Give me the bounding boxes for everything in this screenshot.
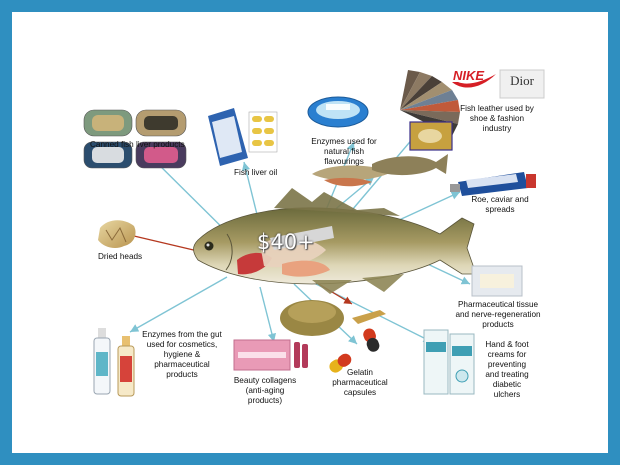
label-gut-enzymes-line2: used for cosmetics, (146, 340, 218, 349)
label-gut-enzymes-line5: products (166, 370, 198, 379)
label-leather-line1: Fish leather used by (460, 104, 534, 113)
label-leather-line2: shoe & fashion (469, 114, 525, 123)
label-gut-enzymes: Enzymes from the gut used for cosmetics,… (136, 330, 228, 380)
cod-fish-illustration (193, 188, 477, 294)
label-enzymes-flavour-line3: flavourings (324, 157, 364, 166)
label-gut-enzymes-line1: Enzymes from the gut (142, 330, 222, 339)
label-pharma-tissue-line2: and nerve-regeneration (455, 310, 541, 319)
label-dried-heads: Dried heads (98, 252, 143, 261)
label-pharma-tissue: Pharmaceutical tissue and nerve-regenera… (448, 300, 548, 330)
collagen-box-image (233, 339, 308, 371)
label-gelatin-line3: capsules (343, 388, 377, 397)
label-gelatin: Gelatin pharmaceutical capsules (330, 368, 390, 398)
fish-fillet-image (312, 154, 448, 187)
label-creams-line5: diabetic (492, 380, 522, 389)
arrow-gut-enzymes (129, 276, 228, 333)
label-creams-line3: preventing (487, 360, 527, 369)
label-gut-enzymes-line4: pharmaceutical (154, 360, 210, 369)
cream-tubes-image (423, 329, 475, 395)
diagram-art: NIKE (83, 68, 545, 397)
roe-tube-image (450, 172, 536, 196)
arrow-collagens (259, 286, 276, 343)
fish-liver-oil-image (208, 108, 278, 166)
label-collagens: Beauty collagens (anti-aging products) (230, 376, 300, 406)
label-enzymes-flavour-line1: Enzymes used for (311, 137, 377, 146)
label-pharma-tissue-line1: Pharmaceutical tissue (457, 300, 539, 309)
fish-leather-image: NIKE (400, 68, 545, 151)
nike-logo: NIKE (453, 68, 484, 83)
label-collagens-line2: (anti-aging (245, 386, 285, 395)
label-creams-line4: and treating (485, 370, 529, 379)
label-gelatin-line1: Gelatin (347, 368, 373, 377)
label-creams-line6: ulchers (493, 390, 521, 399)
label-liver-oil: Fish liver oil (234, 168, 278, 177)
label-pharma-tissue-line3: products (482, 320, 514, 329)
label-enzymes-flavour: Enzymes used for natural fish flavouring… (304, 137, 384, 167)
gelatin-image (280, 300, 386, 373)
label-roe-line1: Roe, caviar and (471, 195, 529, 204)
label-creams-line2: creams for (487, 350, 527, 359)
label-collagens-line3: products) (247, 396, 283, 405)
label-creams-line1: Hand & foot (485, 340, 529, 349)
label-leather-line3: industry (482, 124, 512, 133)
label-creams: Hand & foot creams for preventing and tr… (476, 340, 538, 400)
label-collagens-line1: Beauty collagens (233, 376, 297, 385)
dried-heads-image (98, 220, 136, 248)
diagram-canvas: NIKE (12, 12, 608, 453)
canned-liver-image (83, 109, 187, 169)
label-canned-liver: Canned fish liver products (90, 140, 185, 149)
center-value: $40+ (257, 230, 315, 254)
label-gelatin-line2: pharmaceutical (332, 378, 388, 387)
label-leather: Fish leather used by shoe & fashion indu… (452, 104, 542, 134)
label-roe: Roe, caviar and spreads (464, 195, 536, 215)
label-gut-enzymes-line3: hygiene & (163, 350, 201, 359)
enzyme-dish-image (307, 96, 369, 128)
dior-logo: Dior (510, 73, 534, 88)
gut-enzyme-bottles-image (93, 328, 135, 397)
arrow-dried-heads (133, 235, 203, 253)
tissue-product-image (471, 265, 523, 297)
label-enzymes-flavour-line2: natural fish (323, 147, 365, 156)
label-roe-line2: spreads (485, 205, 515, 214)
